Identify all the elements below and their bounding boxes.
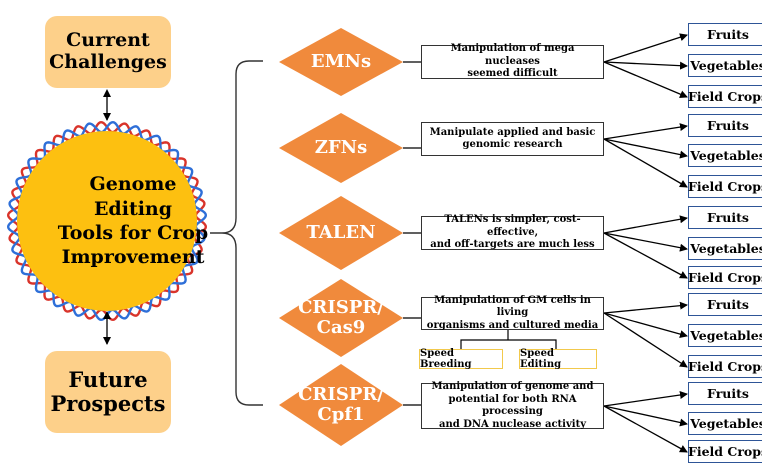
- crop-fruits: Fruits: [688, 206, 762, 229]
- crop-label: Fruits: [707, 297, 749, 312]
- crop-arrow: [603, 138, 688, 159]
- tool-label-crispr-cpf1: CRISPR/ Cpf1: [286, 381, 396, 429]
- center-title: Genome Editing Tools for Crop Improvemen…: [40, 146, 226, 296]
- future-prospects-box: Future Prospects: [45, 351, 171, 433]
- crop-arrow: [603, 232, 688, 279]
- tool-talen-line-1: TALEN: [306, 222, 376, 244]
- crop-label: Field Crops: [687, 179, 762, 194]
- crop-label: Field Crops: [687, 270, 762, 285]
- desc-box-zfns: Manipulate applied and basic genomic res…: [421, 122, 604, 156]
- center-line-4: Improvement: [61, 246, 205, 269]
- main-brace: [210, 60, 263, 406]
- center-circle: [17, 131, 197, 311]
- crop-field-crops: Field Crops: [688, 440, 762, 463]
- crop-label: Fruits: [707, 386, 749, 401]
- tool-label-talen: TALEN: [291, 218, 391, 248]
- desc-cpf1-line-1: Manipulation of genome and: [431, 381, 594, 392]
- center-line-3: Tools for Crop: [57, 222, 209, 244]
- crop-vegetables: Vegetables: [688, 144, 762, 167]
- speed-breeding-box: Speed Breeding: [419, 348, 503, 370]
- crop-label: Fruits: [707, 118, 749, 133]
- speed-editing-label: Speed Editing: [520, 348, 562, 370]
- tool-label-emns: EMNs: [291, 47, 391, 77]
- crop-arrow: [603, 232, 688, 252]
- crop-label: Vegetables: [690, 148, 762, 163]
- crop-arrow: [603, 215, 688, 234]
- desc-talen-line-1: TALENs is simpler, cost-effective,: [444, 214, 581, 238]
- crop-arrow: [603, 391, 688, 407]
- crop-label: Vegetables: [690, 416, 762, 431]
- tool-zfns-line-1: ZFNs: [314, 137, 368, 159]
- crop-arrows: [603, 33, 688, 453]
- tool-cas9-line-1: CRISPR/: [298, 297, 384, 319]
- crop-arrow: [603, 138, 688, 188]
- speed-editing-box: Speed Editing: [519, 348, 597, 370]
- desc-zfns-line-1: Manipulate applied and basic: [429, 126, 596, 138]
- crop-label: Vegetables: [690, 58, 762, 73]
- desc-box-crispr-cas9: Manipulation of GM cells in living organ…: [421, 294, 604, 331]
- crop-arrow: [603, 61, 688, 70]
- desc-box-emns: Manipulation of mega nucleases seemed di…: [421, 43, 604, 80]
- desc-cpf1-line-3: and DNA nuclease activity: [438, 418, 587, 430]
- tool-cas9-line-2: Cas9: [316, 317, 366, 338]
- crop-vegetables: Vegetables: [688, 412, 762, 435]
- crop-label: Fruits: [707, 27, 749, 42]
- crop-vegetables: Vegetables: [688, 54, 762, 77]
- crop-fruits: Fruits: [688, 114, 762, 137]
- tool-label-zfns: ZFNs: [291, 133, 391, 163]
- crop-arrow: [603, 123, 688, 140]
- desc-emns-line-1: Manipulation of mega nucleases: [450, 43, 575, 67]
- desc-cas9-line-2: organisms and cultured media: [426, 319, 599, 331]
- desc-emns-line-2: seemed difficult: [467, 68, 558, 80]
- diamond-zfns: [279, 113, 403, 183]
- desc-box-talen: TALENs is simpler, cost-effective, and o…: [421, 214, 604, 251]
- crop-arrow: [603, 405, 688, 453]
- crop-arrow: [603, 33, 688, 63]
- crop-arrow: [603, 312, 688, 368]
- crop-label: Field Crops: [687, 89, 762, 104]
- crop-arrow: [603, 405, 688, 427]
- crop-vegetables: Vegetables: [688, 237, 762, 260]
- crop-arrow: [603, 61, 688, 98]
- diamond-crispr-cas9: [279, 279, 403, 357]
- desc-box-crispr-cpf1: Manipulation of genome and potential for…: [421, 381, 604, 430]
- center-line-1: Genome: [89, 173, 177, 196]
- desc-talen-line-2: and off-targets are much less: [430, 239, 595, 251]
- crop-field-crops: Field Crops: [688, 355, 762, 378]
- crop-label: Vegetables: [690, 328, 762, 343]
- tool-emns-line-1: EMNs: [310, 51, 372, 73]
- center-line-2: Editing: [93, 197, 173, 220]
- challenges-line-1: Current: [66, 29, 150, 52]
- crop-field-crops: Field Crops: [688, 175, 762, 198]
- crop-label: Vegetables: [690, 241, 762, 256]
- speed-bracket: [460, 330, 557, 349]
- crop-fruits: Fruits: [688, 293, 762, 316]
- crop-arrow: [603, 312, 688, 338]
- current-challenges-box: Current Challenges: [45, 16, 171, 88]
- crop-field-crops: Field Crops: [688, 266, 762, 289]
- crop-fruits: Fruits: [688, 382, 762, 405]
- prospects-line-1: Future: [68, 366, 148, 392]
- prospects-line-2: Prospects: [50, 391, 166, 416]
- diamond-talen: [279, 196, 403, 270]
- tool-cpf1-line-1: CRISPR/: [298, 384, 384, 406]
- tool-cpf1-line-2: Cpf1: [317, 404, 365, 425]
- diamond-crispr-cpf1: [279, 364, 403, 446]
- desc-cpf1-line-2: potential for both RNA processing: [448, 393, 577, 418]
- crop-label: Field Crops: [687, 444, 762, 459]
- crop-label: Field Crops: [687, 359, 762, 374]
- speed-breeding-label: Speed Breeding: [420, 348, 472, 370]
- crop-arrow: [603, 301, 688, 314]
- crop-label: Fruits: [707, 210, 749, 225]
- challenges-line-2: Challenges: [49, 51, 167, 73]
- diamond-emns: [279, 28, 403, 96]
- crop-field-crops: Field Crops: [688, 85, 762, 108]
- crop-vegetables: Vegetables: [688, 324, 762, 347]
- desc-zfns-line-2: genomic research: [462, 139, 563, 150]
- crop-fruits: Fruits: [688, 23, 762, 46]
- desc-cas9-line-1: Manipulation of GM cells in living: [434, 294, 591, 319]
- tool-label-crispr-cas9: CRISPR/ Cas9: [286, 294, 396, 342]
